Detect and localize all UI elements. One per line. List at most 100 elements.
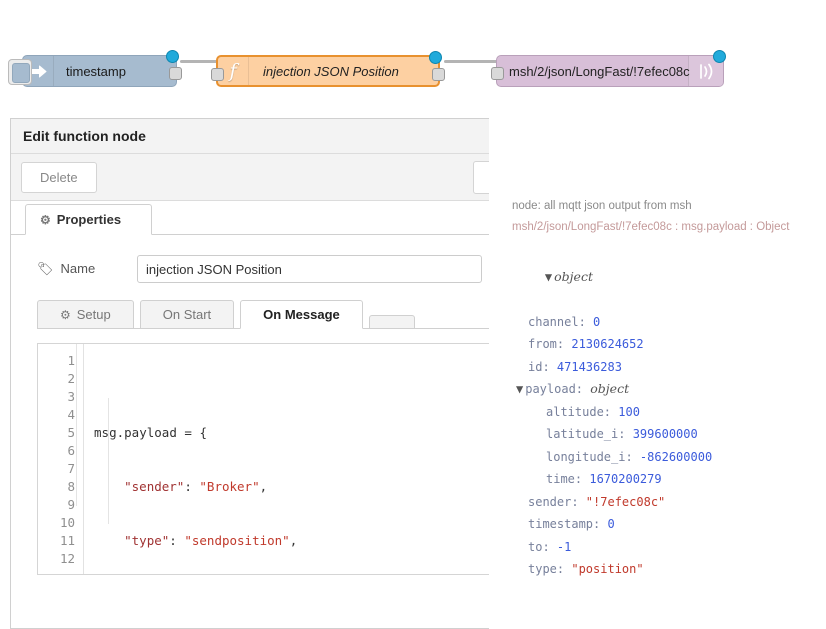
name-input[interactable] xyxy=(137,255,482,283)
debug-value: 2130624652 xyxy=(571,337,644,351)
tab-setup-label: Setup xyxy=(76,307,111,322)
debug-key: sender: xyxy=(528,494,586,509)
code-tab-bar: ⚙ Setup On Start On Message xyxy=(37,300,489,329)
debug-message-panel: node: all mqtt json output from msh msh/… xyxy=(512,200,820,581)
name-label: 🏷Name xyxy=(37,261,137,277)
code-line-2: "sender": "Broker", xyxy=(124,479,268,494)
name-row: 🏷Name xyxy=(11,235,489,283)
line-number: 11 xyxy=(59,533,75,548)
debug-row-latitude_i: latitude_i: 399600000 xyxy=(512,423,820,446)
mqtt-input-port[interactable] xyxy=(491,67,504,80)
debug-value: 0 xyxy=(593,314,601,329)
function-input-port[interactable] xyxy=(211,68,224,81)
inject-node-label: timestamp xyxy=(66,63,126,79)
debug-key: id: xyxy=(528,359,557,374)
debug-node-source: node: all mqtt json output from msh xyxy=(512,200,692,212)
line-number: 7 xyxy=(67,461,75,476)
tab-on-message-label: On Message xyxy=(263,307,340,322)
function-status-dot xyxy=(429,51,442,64)
dialog-titlebar: Edit function node xyxy=(11,119,489,154)
function-f-icon: 𝑓 xyxy=(218,57,249,85)
dialog-toolbar: Delete xyxy=(11,154,489,201)
mqtt-status-dot xyxy=(713,50,726,63)
line-number: 8 xyxy=(67,479,75,494)
code-area[interactable]: 1 2 3 4 5 6 7 8 9 10 11 12 msg.payload =… xyxy=(38,344,489,574)
code-line-3: "type": "sendposition", xyxy=(124,533,298,548)
tab-on-message[interactable]: On Message xyxy=(240,300,363,329)
debug-key: longitude_i: xyxy=(546,449,640,464)
edit-function-node-dialog: Edit function node Delete ⚙Properties 🏷N… xyxy=(10,118,489,629)
line-number: 6 xyxy=(67,443,75,458)
line-number: 9 xyxy=(67,497,75,512)
debug-row-type: type: "position" xyxy=(512,558,820,581)
debug-root-label: object xyxy=(554,268,593,284)
gear-icon: ⚙ xyxy=(40,213,51,227)
cancel-button[interactable] xyxy=(473,161,489,194)
debug-value: 471436283 xyxy=(556,359,622,374)
function-output-port[interactable] xyxy=(432,68,445,81)
debug-row-altitude: altitude: 100 xyxy=(512,401,820,424)
inject-trigger-inner xyxy=(12,63,30,83)
delete-button[interactable]: Delete xyxy=(21,161,97,193)
inject-status-dot xyxy=(166,50,179,63)
chevron-down-icon[interactable]: ▼ xyxy=(544,269,553,284)
wire-inject-to-function xyxy=(180,60,222,63)
code-line-1: msg.payload = { xyxy=(94,425,207,440)
inject-node[interactable]: timestamp xyxy=(8,50,182,87)
function-node[interactable]: 𝑓 injection JSON Position xyxy=(211,51,445,87)
dialog-title: Edit function node xyxy=(23,128,146,144)
debug-row-to: to: -1 xyxy=(512,536,820,559)
name-label-text: Name xyxy=(60,261,96,276)
tab-setup[interactable]: ⚙ Setup xyxy=(37,300,134,329)
debug-key: time: xyxy=(546,472,590,486)
debug-root-row[interactable]: ▼object xyxy=(512,243,820,311)
debug-key: payload: xyxy=(525,382,591,396)
mqtt-out-node[interactable]: msh/2/json/LongFast/!7efec08c xyxy=(491,50,726,87)
editor-gutter: 1 2 3 4 5 6 7 8 9 10 11 12 xyxy=(38,344,84,574)
flow-canvas[interactable]: timestamp 𝑓 injection JSON Position msh/… xyxy=(0,40,826,110)
debug-value: -862600000 xyxy=(639,449,713,464)
line-number: 4 xyxy=(67,407,75,422)
tab-properties[interactable]: ⚙Properties xyxy=(25,204,153,235)
inject-output-port[interactable] xyxy=(169,67,182,80)
debug-key: altitude: xyxy=(546,404,619,419)
debug-value: "position" xyxy=(571,562,644,576)
code-lines[interactable]: msg.payload = { "sender": "Broker", "typ… xyxy=(76,344,489,574)
line-number: 2 xyxy=(67,371,75,386)
debug-topic-line: msh/2/json/LongFast/!7efec08c : msg.payl… xyxy=(512,221,790,233)
debug-key: from: xyxy=(528,337,572,351)
tab-on-start[interactable]: On Start xyxy=(139,300,235,329)
debug-value: 100 xyxy=(618,404,640,419)
debug-key: type: xyxy=(528,562,572,576)
debug-value: 0 xyxy=(607,517,615,531)
debug-key: timestamp: xyxy=(528,517,608,531)
debug-key: to: xyxy=(528,539,557,554)
dialog-tab-row: ⚙Properties xyxy=(11,201,489,235)
debug-row-payload[interactable]: ▼payload: object xyxy=(512,378,820,401)
debug-row-timestamp: timestamp: 0 xyxy=(512,513,820,536)
tab-on-start-label: On Start xyxy=(162,307,212,322)
debug-value: "!7efec08c" xyxy=(585,494,666,509)
debug-value: -1 xyxy=(556,539,572,554)
debug-value: object xyxy=(590,381,630,396)
chevron-down-icon[interactable]: ▼ xyxy=(516,382,524,396)
line-number: 5 xyxy=(67,425,75,440)
debug-row-id: id: 471436283 xyxy=(512,356,820,379)
debug-row-from: from: 2130624652 xyxy=(512,333,820,356)
inject-trigger-button[interactable] xyxy=(8,59,32,85)
line-number: 1 xyxy=(67,353,75,368)
function-node-label: injection JSON Position xyxy=(263,63,399,79)
line-number: 3 xyxy=(67,389,75,404)
code-editor[interactable]: 1 2 3 4 5 6 7 8 9 10 11 12 msg.payload =… xyxy=(37,343,489,575)
tab-on-stop[interactable] xyxy=(368,315,415,329)
line-number: 10 xyxy=(59,515,75,530)
mqtt-node-label: msh/2/json/LongFast/!7efec08c xyxy=(509,63,690,79)
debug-key: channel: xyxy=(528,314,594,329)
gear-icon-setup: ⚙ xyxy=(60,308,71,322)
wire-function-to-mqtt xyxy=(444,60,502,63)
debug-row-channel: channel: 0 xyxy=(512,311,820,334)
debug-key: latitude_i: xyxy=(546,427,633,441)
debug-row-time: time: 1670200279 xyxy=(512,468,820,491)
debug-value: 399600000 xyxy=(632,427,698,441)
